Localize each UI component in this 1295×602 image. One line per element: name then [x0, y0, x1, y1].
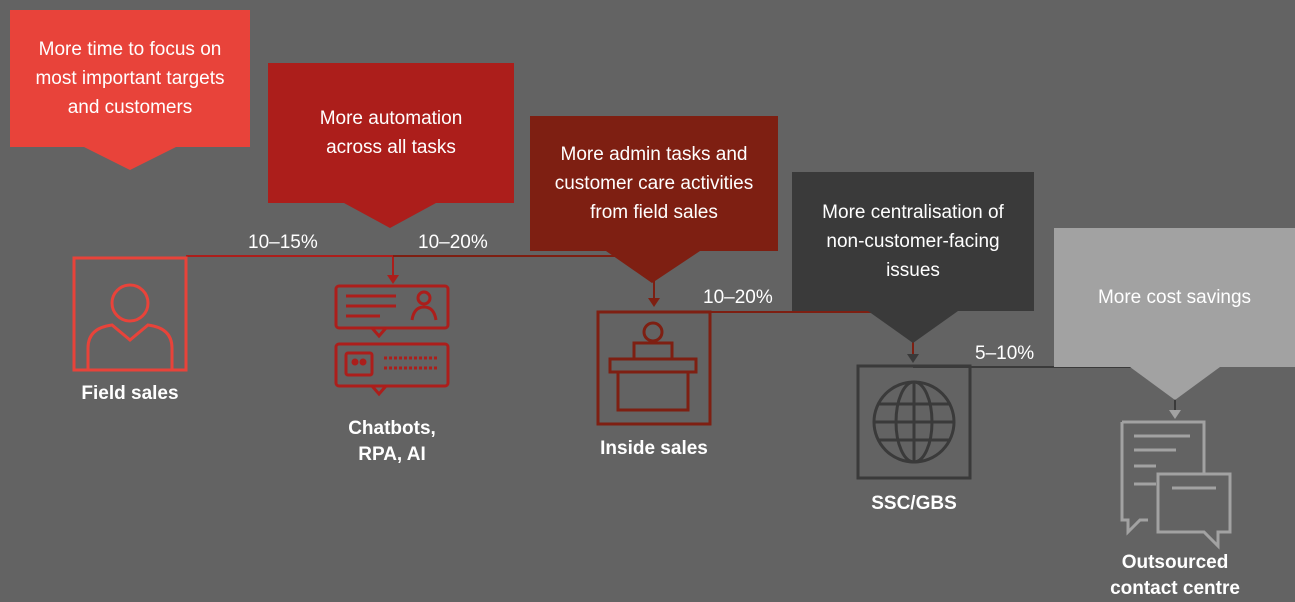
- percentage-label: 5–10%: [975, 343, 1035, 364]
- callout-inside-sales: More admin tasks and customer care activ…: [530, 116, 778, 251]
- percentage-label: 10–20%: [418, 232, 488, 253]
- percentage-label: 10–15%: [248, 232, 318, 253]
- chatbot-icon: [334, 284, 450, 397]
- arrowhead-ssc: [907, 354, 919, 363]
- callout-pointer-2: [344, 203, 436, 228]
- connector-chatbot-to-inside: [393, 255, 655, 300]
- callout-pointer-4: [868, 311, 958, 343]
- callout-pointer-1: [84, 147, 176, 170]
- arrowhead-chatbot: [387, 275, 399, 284]
- callout-pointer-3: [606, 251, 700, 283]
- callout-chatbots: More automation across all tasks: [268, 63, 514, 203]
- connector-inside-to-ssc: [654, 311, 914, 356]
- stage-label-inside-sales: Inside sales: [600, 438, 708, 459]
- arrowhead-inside: [648, 298, 660, 307]
- arrowhead-outsourced: [1169, 410, 1181, 419]
- stage-label-outsourced: Outsourced contact centre: [1110, 552, 1240, 599]
- connector-field-to-chatbot: [186, 255, 394, 278]
- callout-outsourced: More cost savings: [1054, 228, 1295, 367]
- stage-label-field-sales: Field sales: [81, 383, 179, 404]
- percentage-label: 10–20%: [703, 287, 773, 308]
- callout-field-sales: More time to focus on most important tar…: [10, 10, 250, 147]
- desk-agent-icon: [596, 310, 712, 426]
- callout-ssc-gbs: More centralisation of non-customer-faci…: [792, 172, 1034, 311]
- globe-icon: [856, 364, 972, 480]
- stage-label-chatbots: Chatbots, RPA, AI: [348, 418, 436, 465]
- callout-pointer-5: [1130, 367, 1220, 400]
- chat-bubbles-icon: [1120, 420, 1232, 550]
- person-icon: [72, 256, 188, 372]
- connector-ssc-to-outsourced: [913, 366, 1176, 412]
- stage-label-ssc-gbs: SSC/GBS: [871, 493, 957, 514]
